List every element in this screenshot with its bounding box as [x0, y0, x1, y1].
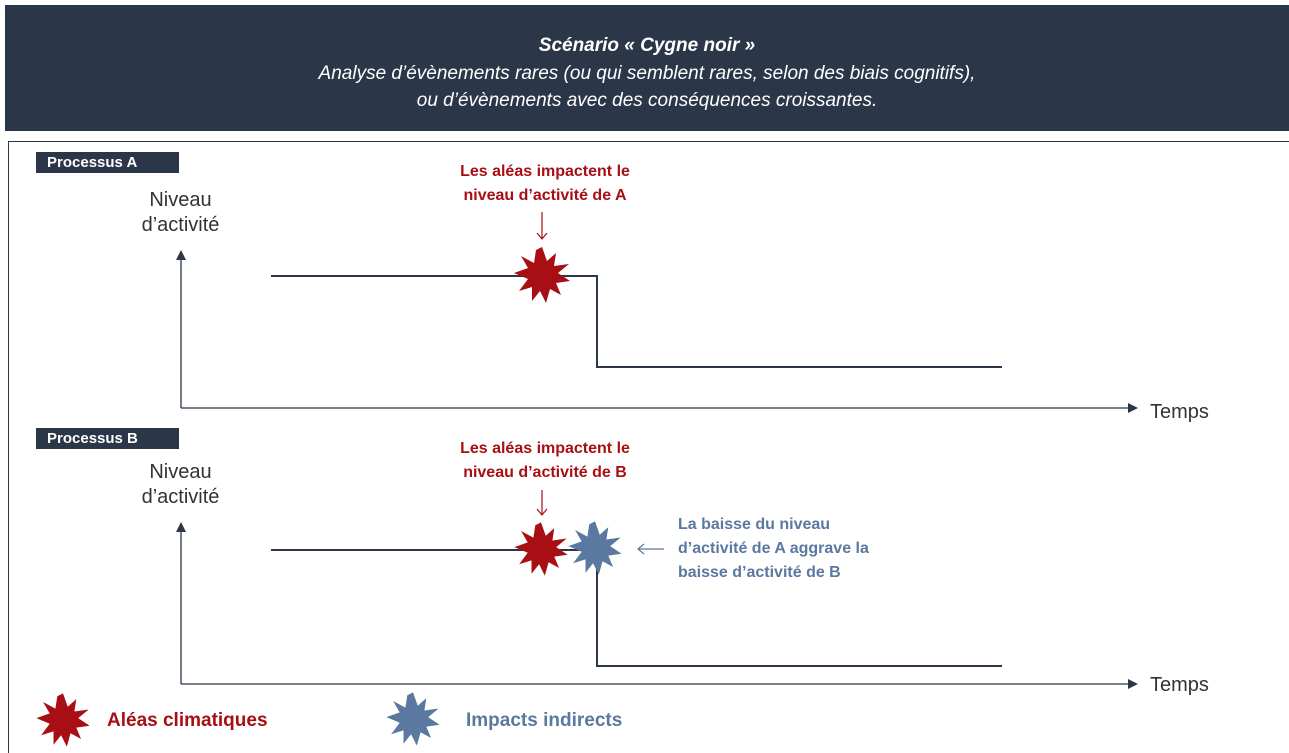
panel-a-axes [176, 250, 1138, 413]
panel-a-y-label: Niveau d’activité [118, 188, 243, 238]
legend-indirect-icon [386, 692, 440, 746]
panel-b-callout-line-2: niveau d’activité de B [463, 464, 627, 481]
panel-b-axes [176, 522, 1138, 689]
hazard-burst-icon [514, 522, 568, 576]
process-b-tag: Processus B [36, 428, 179, 449]
scenario-subtitle-line-2: ou d’évènements avec des conséquences cr… [416, 90, 878, 111]
legend-indirect-label: Impacts indirects [466, 710, 623, 731]
panel-a-callout-line-2: niveau d’activité de A [463, 187, 627, 204]
panel-a-callout-arrow [536, 212, 548, 240]
panel-b-activity-line [271, 549, 1002, 667]
diagram-frame [8, 141, 1289, 753]
panel-a-activity-line [271, 275, 1002, 368]
indirect-callout-arrow [637, 543, 664, 555]
legend-hazard-icon [36, 693, 90, 747]
indirect-callout: La baisse du niveau d’activité de A aggr… [678, 513, 978, 585]
panel-a-y-label-line-1: Niveau [149, 189, 212, 211]
indirect-callout-line-3: baisse d’activité de B [678, 564, 841, 581]
panel-a-callout: Les aléas impactent le niveau d’activité… [400, 160, 690, 208]
panel-a-callout-line-1: Les aléas impactent le [460, 163, 630, 180]
panel-a-y-label-line-2: d’activité [141, 214, 220, 236]
panel-b-x-label: Temps [1150, 674, 1209, 696]
panel-b-y-label-line-1: Niveau [149, 461, 212, 483]
indirect-callout-line-1: La baisse du niveau [678, 516, 831, 533]
panel-b-callout: Les aléas impactent le niveau d’activité… [400, 437, 690, 485]
panel-b-y-label: Niveau d’activité [118, 460, 243, 510]
scenario-title: Scénario « Cygne noir » [538, 35, 756, 56]
process-a-tag: Processus A [36, 152, 179, 173]
scenario-header: Scénario « Cygne noir » Analyse d’évènem… [5, 5, 1289, 131]
indirect-impact-burst-icon [568, 521, 622, 575]
panel-b-y-label-line-2: d’activité [141, 486, 220, 508]
panel-a-x-label: Temps [1150, 401, 1209, 423]
indirect-callout-line-2: d’activité de A aggrave la [678, 540, 869, 557]
legend-climatic-label: Aléas climatiques [107, 710, 268, 731]
panel-b-callout-line-1: Les aléas impactent le [460, 440, 630, 457]
scenario-subtitle-line-1: Analyse d’évènements rares (ou qui sembl… [318, 63, 976, 84]
hazard-burst-icon [514, 247, 570, 303]
panel-b-callout-arrow [536, 490, 548, 516]
